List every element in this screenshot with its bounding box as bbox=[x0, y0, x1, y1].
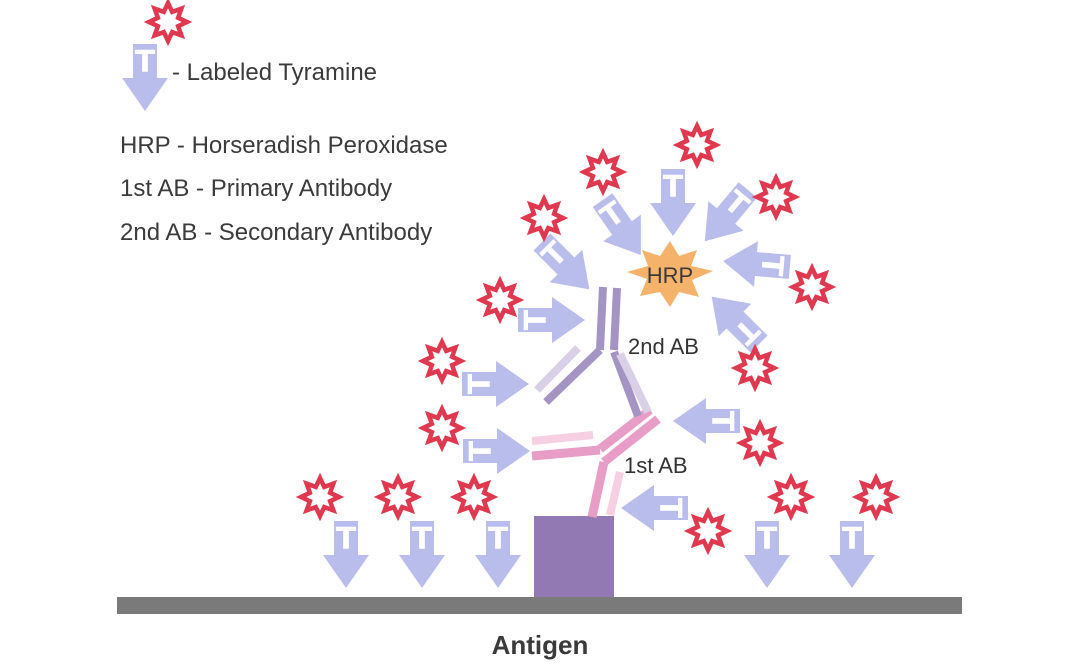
tyramine-arrow-icon: T bbox=[673, 398, 740, 444]
label-star-icon bbox=[584, 153, 622, 191]
svg-text:T: T bbox=[464, 440, 499, 461]
tyramine-arrow-icon: T bbox=[462, 361, 529, 407]
tyramine-arrow-icon: T bbox=[744, 521, 790, 588]
primary-antibody: 1st AB bbox=[531, 406, 688, 518]
label-star-icon bbox=[772, 478, 810, 516]
hrp-label: HRP bbox=[647, 263, 693, 288]
label-star-icon bbox=[423, 409, 461, 447]
svg-text:T: T bbox=[704, 411, 739, 432]
tyramine-arrow-icon: T bbox=[323, 521, 369, 588]
label-star-icon bbox=[455, 478, 493, 516]
label-star-icon bbox=[793, 268, 831, 306]
legend-tyramine-label-star-icon bbox=[149, 3, 187, 41]
svg-text:T: T bbox=[753, 254, 790, 278]
svg-text:T: T bbox=[652, 498, 687, 519]
svg-text:T: T bbox=[757, 522, 778, 557]
label-star-icon bbox=[379, 478, 417, 516]
label-star-icon bbox=[423, 342, 461, 380]
secondary-antibody: 2nd AB bbox=[534, 286, 699, 418]
legend: T - Labeled Tyramine HRP - Horseradish P… bbox=[120, 3, 448, 246]
tyramine-arrow-icon: T bbox=[399, 521, 445, 588]
legend-tyramine-arrow-icon: T bbox=[122, 44, 168, 111]
svg-text:T: T bbox=[519, 309, 554, 330]
svg-text:T: T bbox=[842, 522, 863, 557]
hrp-burst-icon bbox=[627, 241, 713, 307]
label-star-icon bbox=[857, 478, 895, 516]
label-star-icon bbox=[481, 281, 519, 319]
svg-text:T: T bbox=[488, 522, 509, 557]
legend-tyramine-text: - Labeled Tyramine bbox=[172, 59, 377, 86]
tyramine-arrow-icon: T bbox=[518, 297, 585, 343]
svg-text:T: T bbox=[336, 522, 357, 557]
tyramine-arrow-icon: T bbox=[621, 485, 688, 531]
tyramine-arrow-icon: T bbox=[525, 225, 606, 306]
tyramine-arrow-icon: T bbox=[463, 428, 530, 474]
label-star-icon bbox=[689, 512, 727, 550]
tyramine-arrow-icon: T bbox=[650, 169, 696, 236]
secondary-antibody-label: 2nd AB bbox=[628, 334, 699, 359]
label-star-icon bbox=[525, 199, 563, 237]
antigen-block bbox=[534, 516, 614, 597]
primary-antibody-label: 1st AB bbox=[624, 453, 688, 478]
tyramine-arrow-icon: T bbox=[829, 521, 875, 588]
label-star-icon bbox=[757, 178, 795, 216]
antigen-label: Antigen bbox=[492, 630, 589, 660]
label-star-icon bbox=[301, 478, 339, 516]
tyramine-arrow-icon: T bbox=[475, 521, 521, 588]
legend-hrp-text: HRP - Horseradish Peroxidase bbox=[120, 132, 448, 159]
legend-secondary-antibody-text: 2nd AB - Secondary Antibody bbox=[120, 219, 432, 246]
label-star-icon bbox=[741, 424, 779, 462]
svg-text:T: T bbox=[463, 373, 498, 394]
svg-text:T: T bbox=[663, 170, 684, 205]
legend-primary-antibody-text: 1st AB - Primary Antibody bbox=[120, 175, 392, 202]
tyramine-arrow-icon: T bbox=[695, 280, 776, 361]
surface-bar bbox=[117, 597, 962, 614]
legend-tyramine-letter: T bbox=[135, 45, 156, 80]
label-star-icon bbox=[736, 349, 774, 387]
tyramine-arrow-icon: T bbox=[721, 238, 792, 290]
svg-text:T: T bbox=[412, 522, 433, 557]
hrp-enzyme: HRP bbox=[627, 241, 713, 307]
label-star-icon bbox=[678, 126, 716, 164]
